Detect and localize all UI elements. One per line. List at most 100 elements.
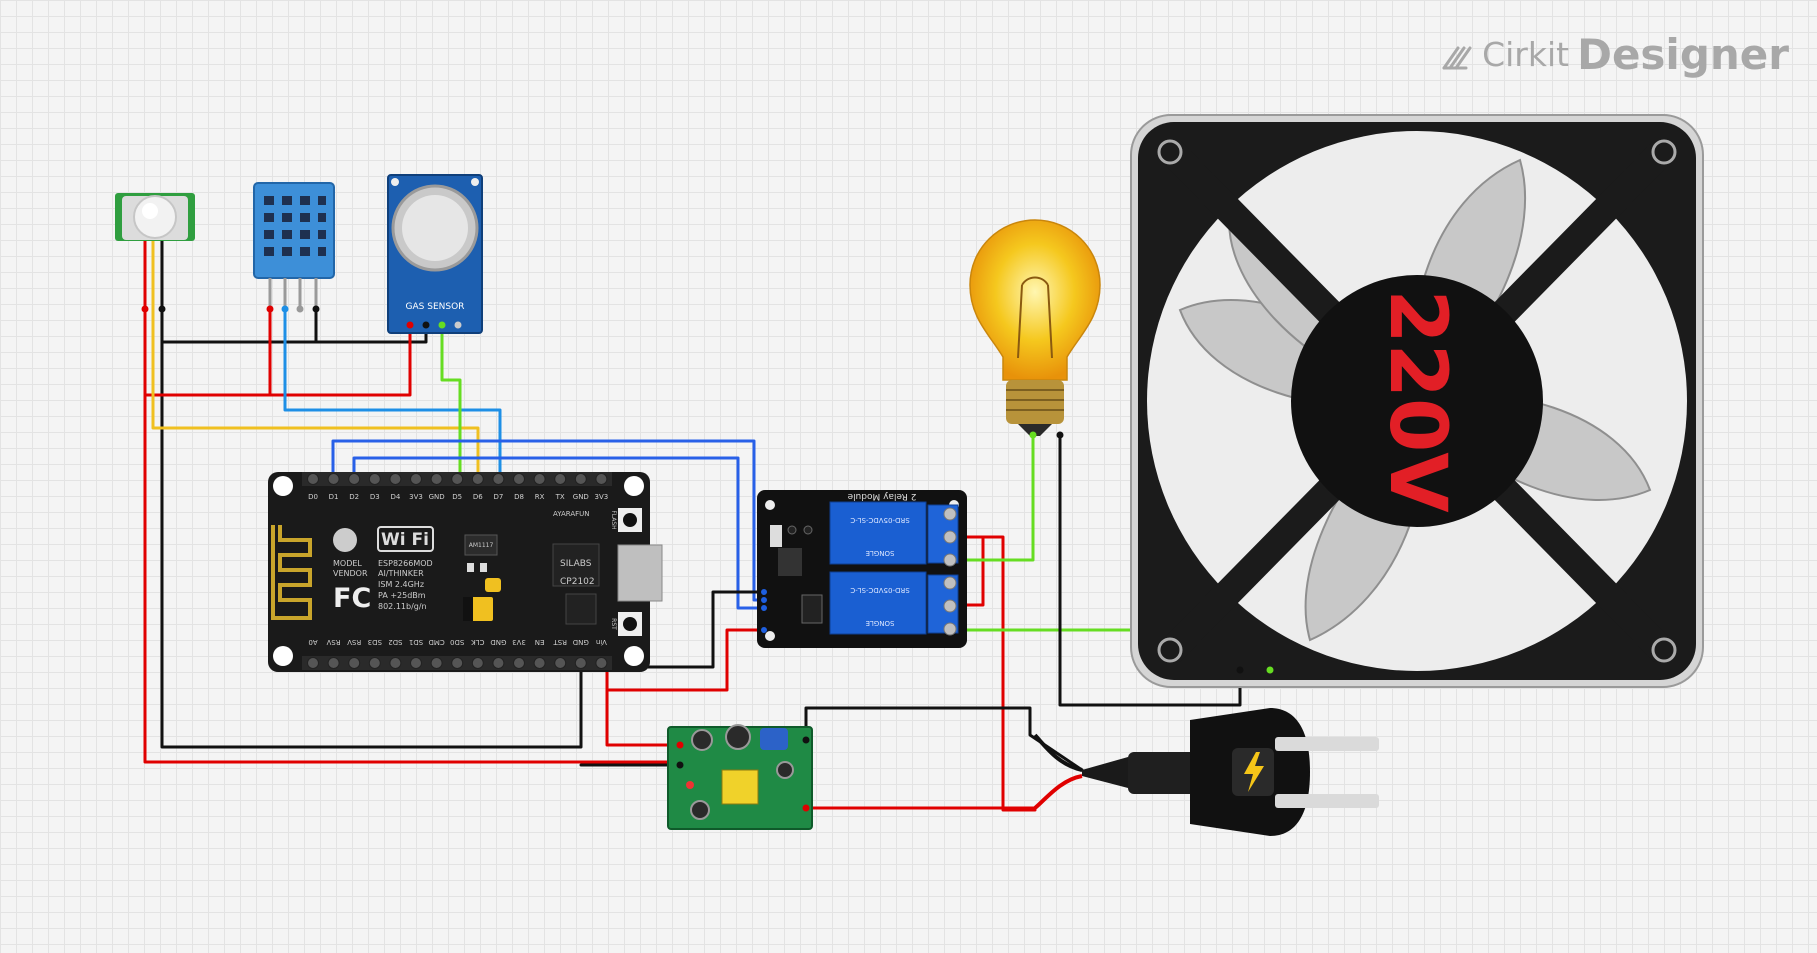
esp-pin[interactable] — [368, 657, 381, 669]
esp-pin-label: D8 — [514, 493, 524, 501]
esp-pin[interactable] — [410, 657, 422, 669]
wire-black-pir-ground[interactable] — [160, 340, 583, 749]
wire-black-sensor-ground[interactable] — [160, 307, 318, 344]
esp-pin[interactable] — [533, 473, 546, 485]
esp-pin[interactable] — [492, 657, 505, 669]
esp-pin-label: RSV — [326, 638, 340, 646]
brand-name-suffix: Designer — [1577, 30, 1789, 79]
module-value-ism: ISM 2.4GHz — [378, 580, 424, 589]
esp-pin-label: D0 — [308, 493, 318, 501]
esp-pin-label: D6 — [473, 493, 483, 501]
wifi-antenna-icon — [271, 525, 312, 620]
esp-pin[interactable] — [348, 657, 361, 669]
wifi-logo: Wi Fi — [381, 530, 429, 550]
esp-pin[interactable] — [554, 473, 567, 485]
esp-pin[interactable] — [307, 657, 319, 669]
light-bulb[interactable] — [969, 219, 1101, 439]
usb-chip-model: CP2102 — [560, 577, 595, 587]
maker-label: AYARAFUN — [553, 510, 590, 518]
wire-red-pir-vcc[interactable] — [143, 307, 682, 764]
esp-pin[interactable] — [368, 473, 381, 485]
esp-pin-label: GND — [429, 493, 445, 501]
esp-pin[interactable] — [430, 657, 443, 669]
esp-pin[interactable] — [513, 657, 525, 669]
esp-pin[interactable] — [492, 473, 505, 485]
ac-dc-power-module[interactable] — [667, 724, 813, 830]
esp-pin-label: Vin — [596, 638, 607, 646]
esp-pin[interactable] — [451, 657, 464, 669]
esp-pin[interactable] — [471, 657, 484, 669]
esp-pin-label: RX — [535, 493, 545, 501]
regulator-label: AM1117 — [469, 542, 494, 549]
esp-pin-label: TX — [555, 493, 565, 501]
esp-pin[interactable] — [574, 657, 587, 669]
gas-sensor[interactable]: GAS SENSOR — [387, 174, 483, 334]
module-value-pa: PA +25dBm — [378, 591, 426, 600]
wire-green-gas-out[interactable] — [440, 323, 462, 479]
esp-pin-label: GND — [573, 638, 589, 646]
usb-chip-label: SILABS — [560, 559, 592, 569]
esp-pin-label: 3V3 — [409, 493, 423, 501]
relay-2-brand: SONGLE — [866, 619, 895, 627]
esp-pin[interactable] — [327, 473, 340, 485]
esp-pin-label: D4 — [390, 493, 400, 501]
esp-pin[interactable] — [595, 473, 608, 485]
esp-pin[interactable] — [513, 473, 525, 485]
esp-pin-label: RSV — [347, 638, 361, 646]
fan-voltage-label: 220V — [1372, 289, 1462, 512]
wire-blue-d2-relay[interactable] — [352, 456, 766, 610]
esp-pin[interactable] — [574, 473, 587, 485]
relay-module-title: 2 Relay Module — [847, 491, 916, 501]
esp-pin-label: CMD — [428, 638, 444, 646]
esp-pin[interactable] — [307, 473, 319, 485]
wire-red-relay-com1[interactable] — [958, 535, 1037, 812]
esp-pin-label: D1 — [329, 493, 339, 501]
wire-red-sensor-vcc[interactable] — [143, 328, 412, 397]
esp-pin-label: D5 — [452, 493, 462, 501]
wire-red-vin-relay[interactable] — [605, 628, 766, 692]
wire-blue-dht-data[interactable] — [283, 307, 502, 479]
cooling-fan[interactable]: 220V — [1130, 114, 1704, 688]
esp-pin[interactable] — [389, 473, 402, 485]
brand-logo: Cirkit Designer — [1440, 30, 1789, 79]
relay-1-label: SRD-05VDC-SL-C — [850, 516, 909, 524]
module-line-model: MODEL — [333, 559, 362, 568]
esp-pin-label: CLK — [471, 638, 485, 646]
esp-pin-label: D2 — [349, 493, 359, 501]
wire-yellow-pir-out[interactable] — [151, 307, 480, 479]
rst-label: RST — [610, 618, 617, 630]
esp-pin-label: SD0 — [450, 638, 464, 646]
micro-usb-port[interactable] — [617, 544, 663, 602]
esp-pin-label: SD3 — [368, 638, 382, 646]
esp-pin-label: SD2 — [388, 638, 402, 646]
esp-pin[interactable] — [410, 473, 422, 485]
dht-sensor[interactable] — [253, 182, 335, 313]
gas-sensor-label: GAS SENSOR — [406, 302, 465, 312]
esp-pin[interactable] — [554, 657, 567, 669]
esp-pin[interactable] — [430, 473, 443, 485]
esp-pin[interactable] — [389, 657, 402, 669]
esp-pin-label: D3 — [370, 493, 380, 501]
module-value-standard: 802.11b/g/n — [378, 602, 427, 611]
esp-pin[interactable] — [595, 657, 608, 669]
ac-power-plug[interactable] — [1033, 708, 1379, 836]
esp-pin[interactable] — [533, 657, 546, 669]
module-value-vendor: AI/THINKER — [378, 569, 424, 578]
pir-sensor[interactable] — [115, 193, 195, 313]
fc-logo: FC — [333, 583, 371, 614]
esp-pin-label: RST — [553, 638, 567, 646]
relay-module[interactable]: 2 Relay Module SRD-05VDC-SL-C SONGLE SRD… — [757, 490, 967, 648]
wire-red-vin-psu[interactable] — [605, 688, 682, 747]
esp-pin-label: SD1 — [409, 638, 423, 646]
esp-pin[interactable] — [451, 473, 464, 485]
esp-pin-label: GND — [573, 493, 589, 501]
wire-green-relay-bulb[interactable] — [958, 433, 1035, 562]
esp-pin[interactable] — [348, 473, 361, 485]
esp-pin[interactable] — [327, 657, 340, 669]
esp-pin[interactable] — [471, 473, 484, 485]
cirkit-logo-icon — [1442, 46, 1472, 69]
